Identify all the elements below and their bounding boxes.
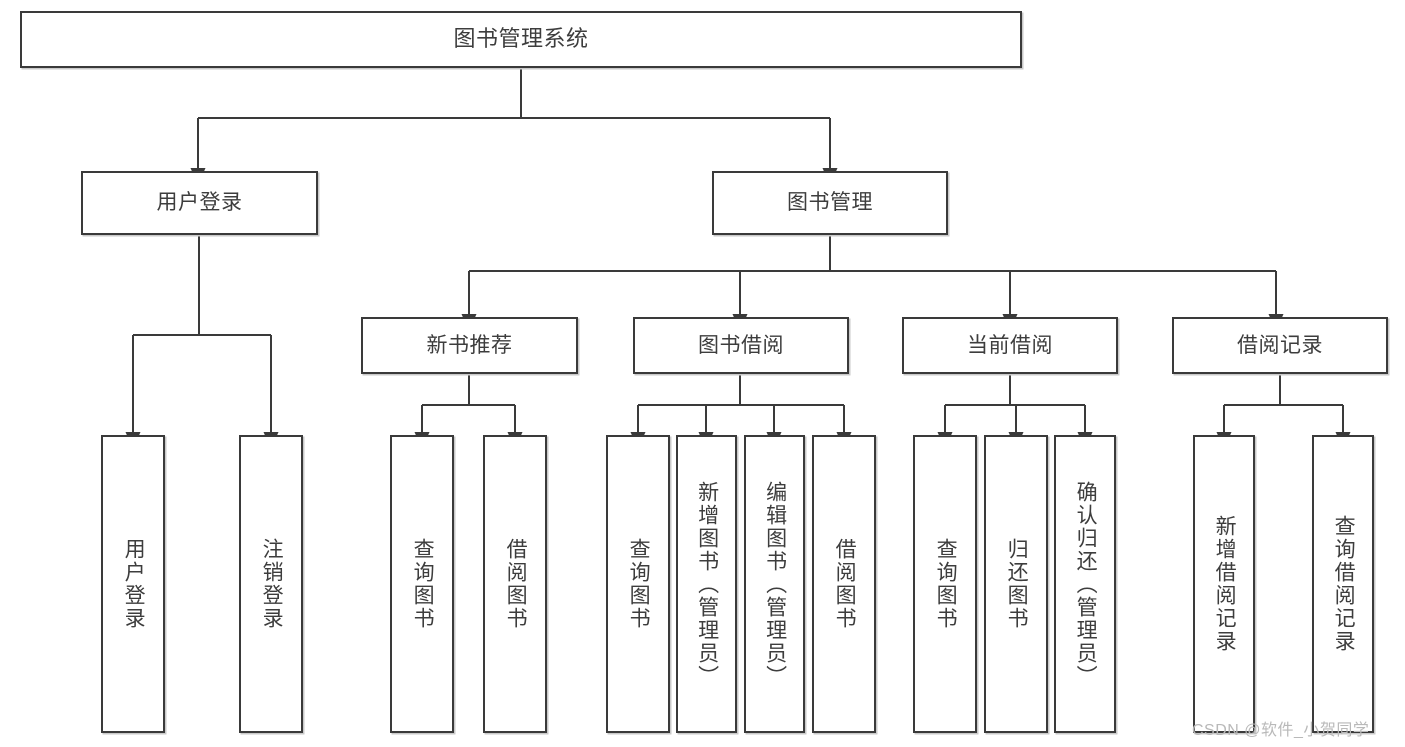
node-label: 图书管理系统 — [453, 26, 589, 52]
node-root[interactable]: 图书管理系统 — [20, 11, 1022, 68]
node-leaf_5[interactable]: 新增图书（管理员） — [676, 435, 737, 733]
node-label: 新书推荐 — [426, 333, 513, 357]
node-label: 借阅图书 — [504, 538, 528, 630]
node-leaf_0[interactable]: 用户登录 — [101, 435, 165, 733]
node-label: 图书借阅 — [698, 333, 784, 357]
node-label: 用户登录 — [122, 538, 146, 630]
node-label: 借阅图书 — [833, 538, 857, 630]
node-label: 图书管理 — [787, 191, 873, 215]
node-label: 确认归还（管理员） — [1074, 480, 1098, 688]
node-l2_2[interactable]: 当前借阅 — [902, 317, 1118, 374]
node-label: 新增图书（管理员） — [695, 480, 719, 688]
node-l1_1[interactable]: 图书管理 — [712, 171, 948, 235]
node-label: 新增借阅记录 — [1213, 515, 1237, 653]
node-l2_3[interactable]: 借阅记录 — [1172, 317, 1388, 374]
node-l2_0[interactable]: 新书推荐 — [361, 317, 578, 374]
node-leaf_8[interactable]: 查询图书 — [913, 435, 977, 733]
node-label: 查询借阅记录 — [1332, 515, 1356, 653]
node-label: 借阅记录 — [1237, 333, 1323, 357]
node-leaf_1[interactable]: 注销登录 — [239, 435, 303, 733]
node-label: 当前借阅 — [967, 333, 1053, 357]
node-label: 查询图书 — [411, 538, 435, 630]
node-l1_0[interactable]: 用户登录 — [81, 171, 318, 235]
node-label: 归还图书 — [1005, 538, 1029, 630]
node-leaf_11[interactable]: 新增借阅记录 — [1193, 435, 1255, 733]
node-label: 编辑图书（管理员） — [763, 480, 787, 688]
node-leaf_9[interactable]: 归还图书 — [984, 435, 1048, 733]
node-leaf_12[interactable]: 查询借阅记录 — [1312, 435, 1374, 733]
connector-group — [125, 68, 1351, 449]
node-label: 注销登录 — [260, 538, 284, 630]
node-label: 查询图书 — [627, 538, 651, 630]
node-label: 用户登录 — [156, 191, 243, 215]
node-l2_1[interactable]: 图书借阅 — [633, 317, 849, 374]
node-leaf_7[interactable]: 借阅图书 — [812, 435, 876, 733]
node-leaf_6[interactable]: 编辑图书（管理员） — [744, 435, 805, 733]
node-leaf_4[interactable]: 查询图书 — [606, 435, 670, 733]
node-label: 查询图书 — [934, 538, 958, 630]
node-leaf_2[interactable]: 查询图书 — [390, 435, 454, 733]
node-leaf_10[interactable]: 确认归还（管理员） — [1054, 435, 1116, 733]
node-leaf_3[interactable]: 借阅图书 — [483, 435, 547, 733]
